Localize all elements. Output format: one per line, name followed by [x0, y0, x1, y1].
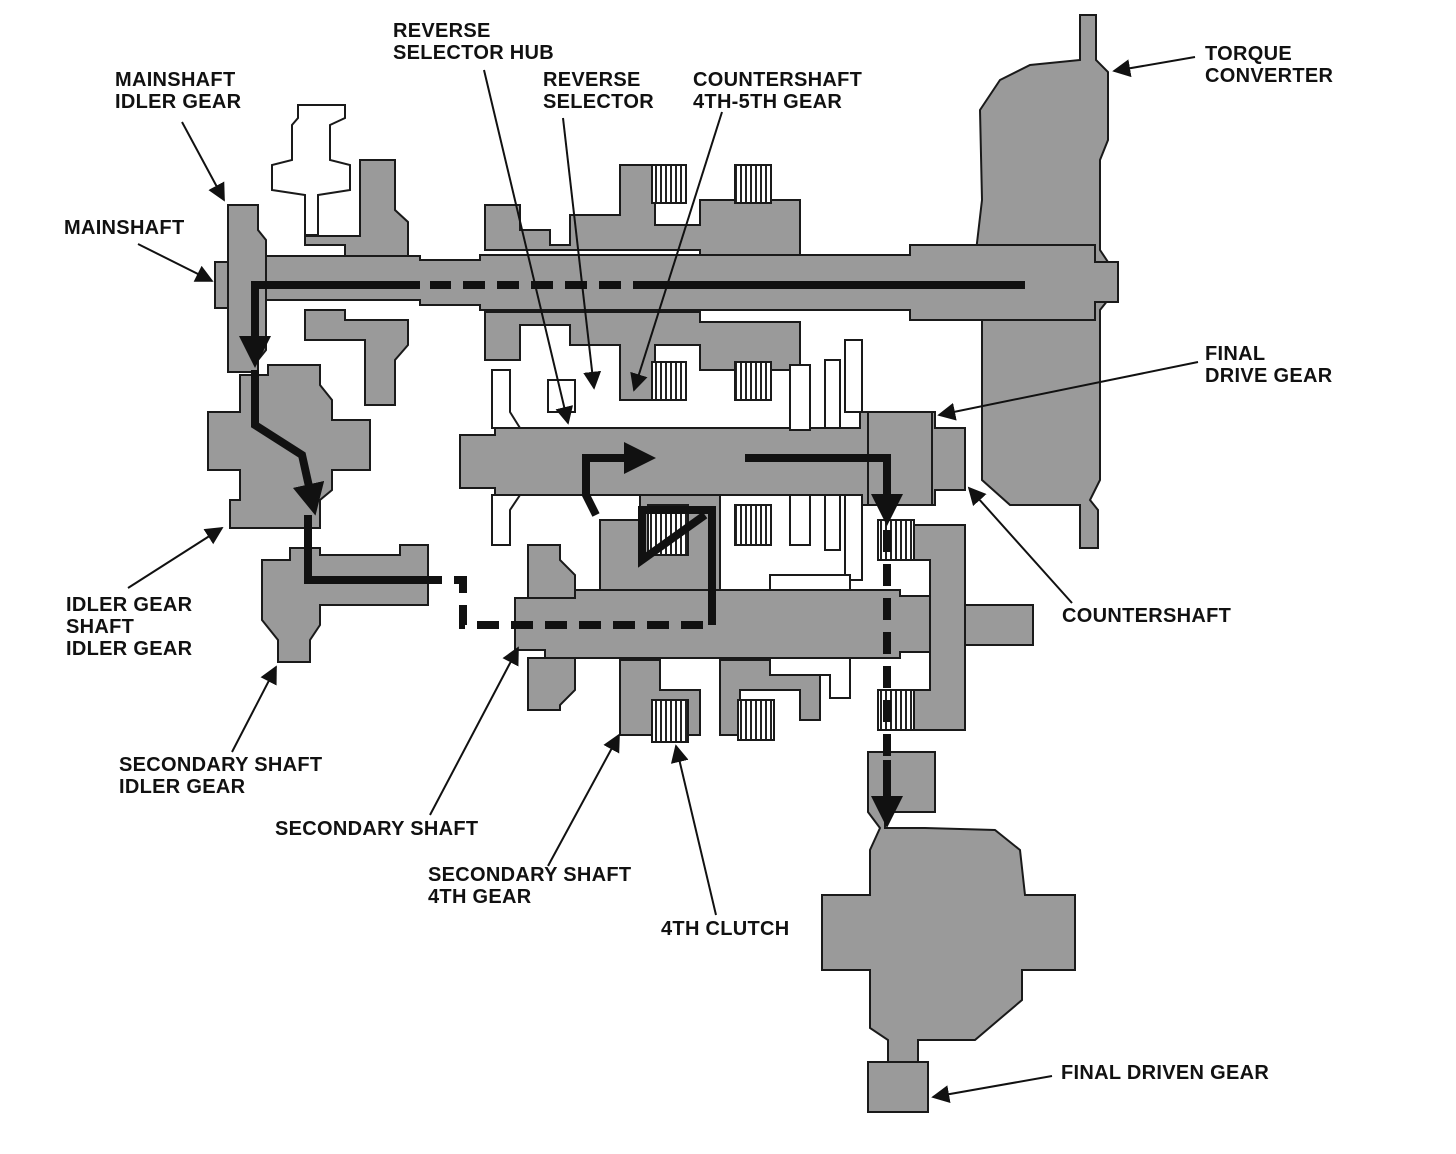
power-path-to-countershaft [582, 442, 656, 517]
label-4th-clutch: 4TH CLUTCH [661, 918, 790, 940]
label-countershaft: COUNTERSHAFT [1062, 605, 1232, 627]
secondary-shaft-left-gear [527, 544, 576, 599]
differential-housing [821, 751, 1076, 1063]
power-path-4th-clutch [638, 506, 716, 625]
power-path-mainshaft-to-idler [239, 281, 420, 368]
countershaft-gear-white-a [789, 364, 811, 431]
leader-final-driven-gear [931, 1075, 1053, 1104]
power-path-idler-to-secondary [304, 515, 420, 584]
mainshaft-left-gear-lower [304, 309, 409, 406]
leader-reverse-selector-hub [483, 69, 574, 425]
leader-reverse-selector [562, 117, 602, 390]
label-mainshaft: MAINSHAFT [64, 217, 185, 239]
leader-mainshaft [137, 243, 214, 282]
countershaft-gear-white-d [789, 494, 811, 546]
countershaft-clutch-pack [734, 504, 772, 546]
secondary-gear-white [769, 574, 851, 591]
leader-final-drive-gear [937, 361, 1199, 421]
reverse-selector-lower [491, 494, 522, 546]
countershaft-gear-white-f [844, 494, 863, 581]
secondary-clutch-drum [719, 659, 821, 736]
power-path-secondary-dashed [420, 576, 712, 629]
label-secondary-shaft: SECONDARY SHAFT [275, 818, 479, 840]
label-final-driven-gear: FINAL DRIVEN GEAR [1061, 1062, 1270, 1084]
mainshaft-clutch-pack-a [651, 164, 687, 204]
mainshaft-clutch-pack-d [734, 361, 772, 401]
countershaft-gear-white-c [844, 339, 863, 413]
leader-secondary-shaft-idler-gear [231, 665, 277, 753]
secondary-shaft-left-gear-lower [527, 657, 576, 711]
mainshaft-left-gear [304, 159, 409, 257]
leader-secondary-shaft [429, 646, 519, 816]
power-path-countershaft [745, 454, 903, 526]
final-driven-gear-body [867, 1061, 929, 1113]
mainshaft-clutch-pack-c [651, 361, 687, 401]
secondary-shaft-idler-gear-body [261, 544, 429, 663]
leader-idler-gear-shaft [127, 527, 224, 589]
leader-secondary-shaft-4th-gear [547, 733, 620, 867]
secondary-clutch-pack [737, 699, 775, 741]
mainshaft-clutch-pack-b [734, 164, 772, 204]
countershaft-gear-white-b [824, 359, 841, 429]
leader-mainshaft-idler-gear [181, 121, 225, 202]
leader-countershaft-4th-5th-gear [630, 111, 723, 392]
countershaft-gear-white-e [824, 494, 841, 551]
secondary-gear-white-b [769, 657, 851, 699]
upper-idler-stud [271, 104, 351, 236]
reverse-selector-shape [491, 369, 522, 429]
leader-4th-clutch [670, 744, 717, 916]
leader-countershaft [967, 486, 1073, 604]
leader-torque-converter [1112, 56, 1196, 78]
power-path-idler-shaft [251, 370, 325, 516]
4th-clutch-pack-lower [651, 699, 689, 743]
